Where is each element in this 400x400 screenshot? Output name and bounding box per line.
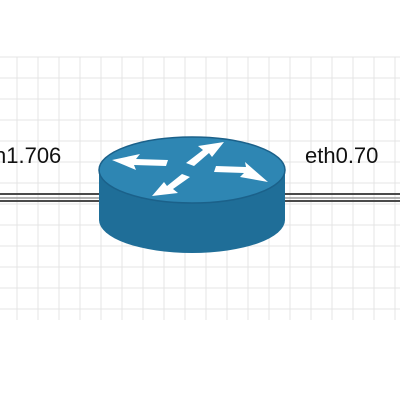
right-link[interactable]: [285, 193, 400, 202]
arrow-bottom-out-icon: [152, 174, 190, 196]
router-icon[interactable]: [98, 136, 286, 253]
arrow-right-in-icon: [214, 162, 268, 182]
arrow-top-out-icon: [186, 142, 224, 166]
left-link[interactable]: [0, 193, 102, 202]
router-top: [98, 136, 286, 204]
arrow-left-in-icon: [112, 154, 168, 170]
router-arrows-icon: [112, 142, 268, 196]
left-link-label[interactable]: h1.706: [0, 143, 62, 168]
right-link-label[interactable]: eth0.70: [305, 143, 379, 168]
